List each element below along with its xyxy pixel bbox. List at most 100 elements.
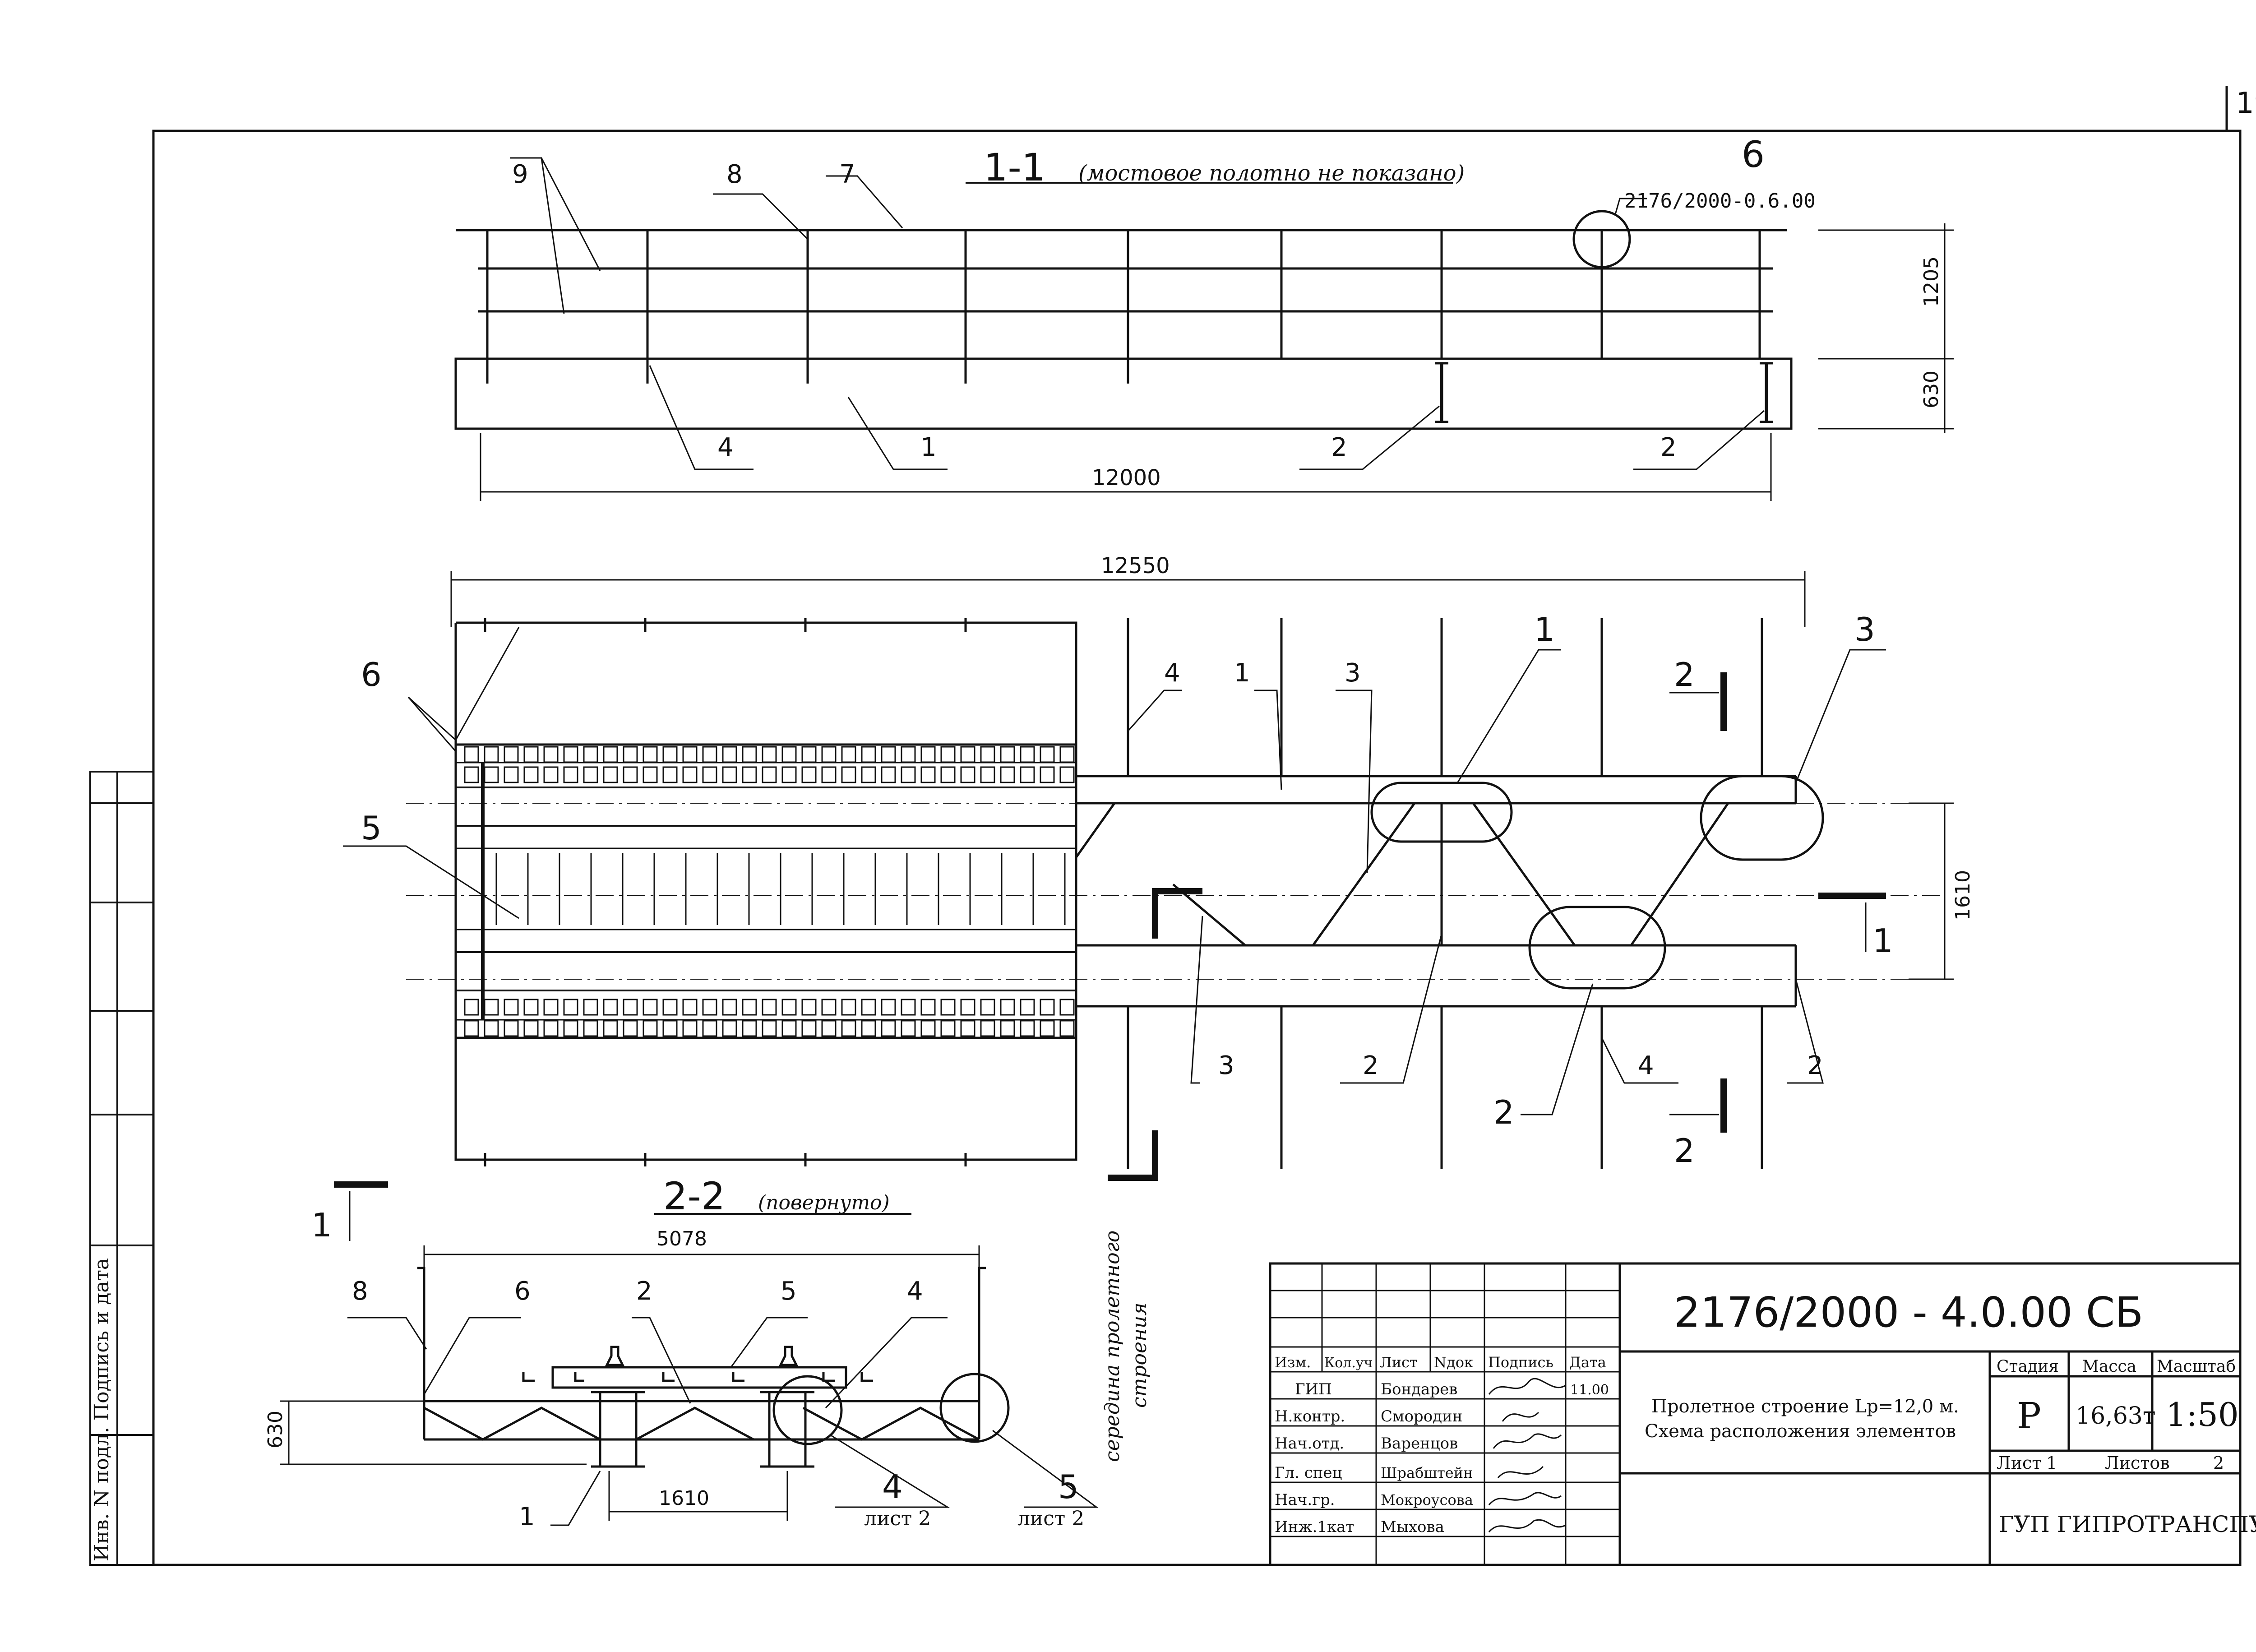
rail-tie [1040, 746, 1055, 763]
marker-4-section-1: 4 [717, 433, 734, 462]
rail-tie [682, 1020, 698, 1037]
rail-tie [702, 766, 717, 783]
stamp-name-mokrousova: Мокроусова [1381, 1491, 1473, 1509]
rail-tie [881, 1020, 896, 1037]
rail-tie [960, 1020, 975, 1037]
rail-tie [702, 999, 717, 1016]
rail-tie [563, 1020, 578, 1037]
rail-tie [762, 746, 777, 763]
marker-3-plan-top: 3 [1345, 658, 1361, 688]
stamp-role-nachgr: Нач.гр. [1275, 1491, 1335, 1509]
midspan-label-line-2: строения [1128, 1302, 1151, 1408]
sheets-label: Листов [2105, 1453, 2170, 1473]
dim-1610-plan: 1610 [1951, 870, 1974, 921]
marker-2-plan-a: 2 [1363, 1051, 1379, 1080]
rail-tie [861, 766, 876, 783]
rail-tie [523, 1020, 539, 1037]
rail-tie [980, 999, 995, 1016]
rail-tie [662, 999, 678, 1016]
rail-tie [980, 766, 995, 783]
rail-tie [643, 1020, 658, 1037]
section-2-2-label: 2-2 [663, 1174, 725, 1218]
stamp-header-ndok: Nдок [1434, 1354, 1473, 1371]
stamp-name-varentsov: Варенцов [1381, 1435, 1458, 1453]
rail-tie [762, 1020, 777, 1037]
rail-tie [1000, 766, 1015, 783]
rail-tie [504, 1020, 519, 1037]
rail-tie [940, 999, 956, 1016]
rail-tie [643, 999, 658, 1016]
marker-5-section-2: 5 [781, 1277, 797, 1306]
rail-tie [861, 746, 876, 763]
rail-tie [841, 766, 856, 783]
rail-tie [603, 999, 618, 1016]
rail-tie [464, 999, 479, 1016]
rail-tie [881, 746, 896, 763]
title-line-1: Пролетное строение Lp=12,0 м. [1651, 1396, 1959, 1417]
section-1-1-label: 1-1 [984, 145, 1045, 190]
rail-tie [1059, 999, 1075, 1016]
dim-5078: 5078 [656, 1227, 707, 1250]
rail-tie [464, 766, 479, 783]
rail-tie [504, 766, 519, 783]
marker-8-section-2: 8 [352, 1277, 368, 1306]
plan-rail-ties [464, 746, 1075, 1037]
marker-4-plan-top: 4 [1164, 658, 1180, 688]
rail-tie [682, 999, 698, 1016]
rail-tie [1000, 999, 1015, 1016]
rail-tie [543, 1020, 559, 1037]
stamp-role-inzh: Инж.1кат [1275, 1518, 1354, 1536]
rail-tie [583, 766, 598, 783]
marker-2b-section-1: 2 [1660, 433, 1677, 462]
rail-tie [643, 766, 658, 783]
stamp-role-glspets: Гл. спец [1275, 1464, 1342, 1482]
marker-5-plan: 5 [361, 809, 382, 847]
rail-tie [1040, 999, 1055, 1016]
rail-tie [523, 999, 539, 1016]
stage-value: Р [2017, 1395, 2041, 1437]
rail-tie [563, 746, 578, 763]
detail-ref-4-sheet: лист 2 [864, 1507, 931, 1530]
rail-tie [563, 999, 578, 1016]
stamp-name-shrabshtein: Шрабштейн [1381, 1464, 1473, 1481]
rail-tie [821, 766, 837, 783]
section-mark-1-left: 1 [311, 1206, 332, 1244]
rail-tie [722, 999, 737, 1016]
rail-tie [662, 1020, 678, 1037]
section-2-2-drawing [280, 1213, 1099, 1526]
rail-tie [881, 999, 896, 1016]
mass-header: Масса [2082, 1357, 2136, 1376]
midspan-label-line-1: середина пролетного [1101, 1231, 1124, 1462]
section-1-1-drawing [454, 157, 1954, 501]
rail-tie [901, 746, 916, 763]
rail-tie [662, 746, 678, 763]
rail-tie [504, 999, 519, 1016]
section-1-1-callout-ref: 2176/2000-0.6.00 [1624, 190, 1816, 213]
marker-6-plan: 6 [361, 656, 382, 694]
rail-tie [742, 999, 757, 1016]
rail-tie [682, 766, 698, 783]
marker-4-section-2: 4 [907, 1277, 923, 1306]
rail-tie [861, 1020, 876, 1037]
rail-tie [603, 1020, 618, 1037]
stage-header: Стадия [1997, 1357, 2059, 1376]
rail-tie [801, 1020, 817, 1037]
stamp-role-nachotd: Нач.отд. [1275, 1435, 1344, 1453]
detail-ref-4-number: 4 [882, 1468, 903, 1506]
title-line-2: Схема расположения элементов [1645, 1421, 1956, 1442]
stamp-name-bondarev: Бондарев [1381, 1380, 1457, 1398]
rail-tie [861, 999, 876, 1016]
rail-tie [464, 746, 479, 763]
marker-2-plan-c: 2 [1807, 1051, 1823, 1080]
rail-tie [742, 1020, 757, 1037]
left-strip [89, 771, 154, 1566]
stamp-header-koluch: Кол.уч [1324, 1355, 1373, 1371]
dim-630-section-2: 630 [264, 1411, 287, 1448]
rail-tie [980, 746, 995, 763]
rail-tie [662, 766, 678, 783]
dim-1610-section-2: 1610 [659, 1487, 709, 1510]
marker-1-plan-left: 1 [1234, 658, 1250, 688]
rail-tie [821, 746, 837, 763]
marker-9: 9 [512, 160, 528, 189]
marker-8: 8 [726, 160, 743, 189]
